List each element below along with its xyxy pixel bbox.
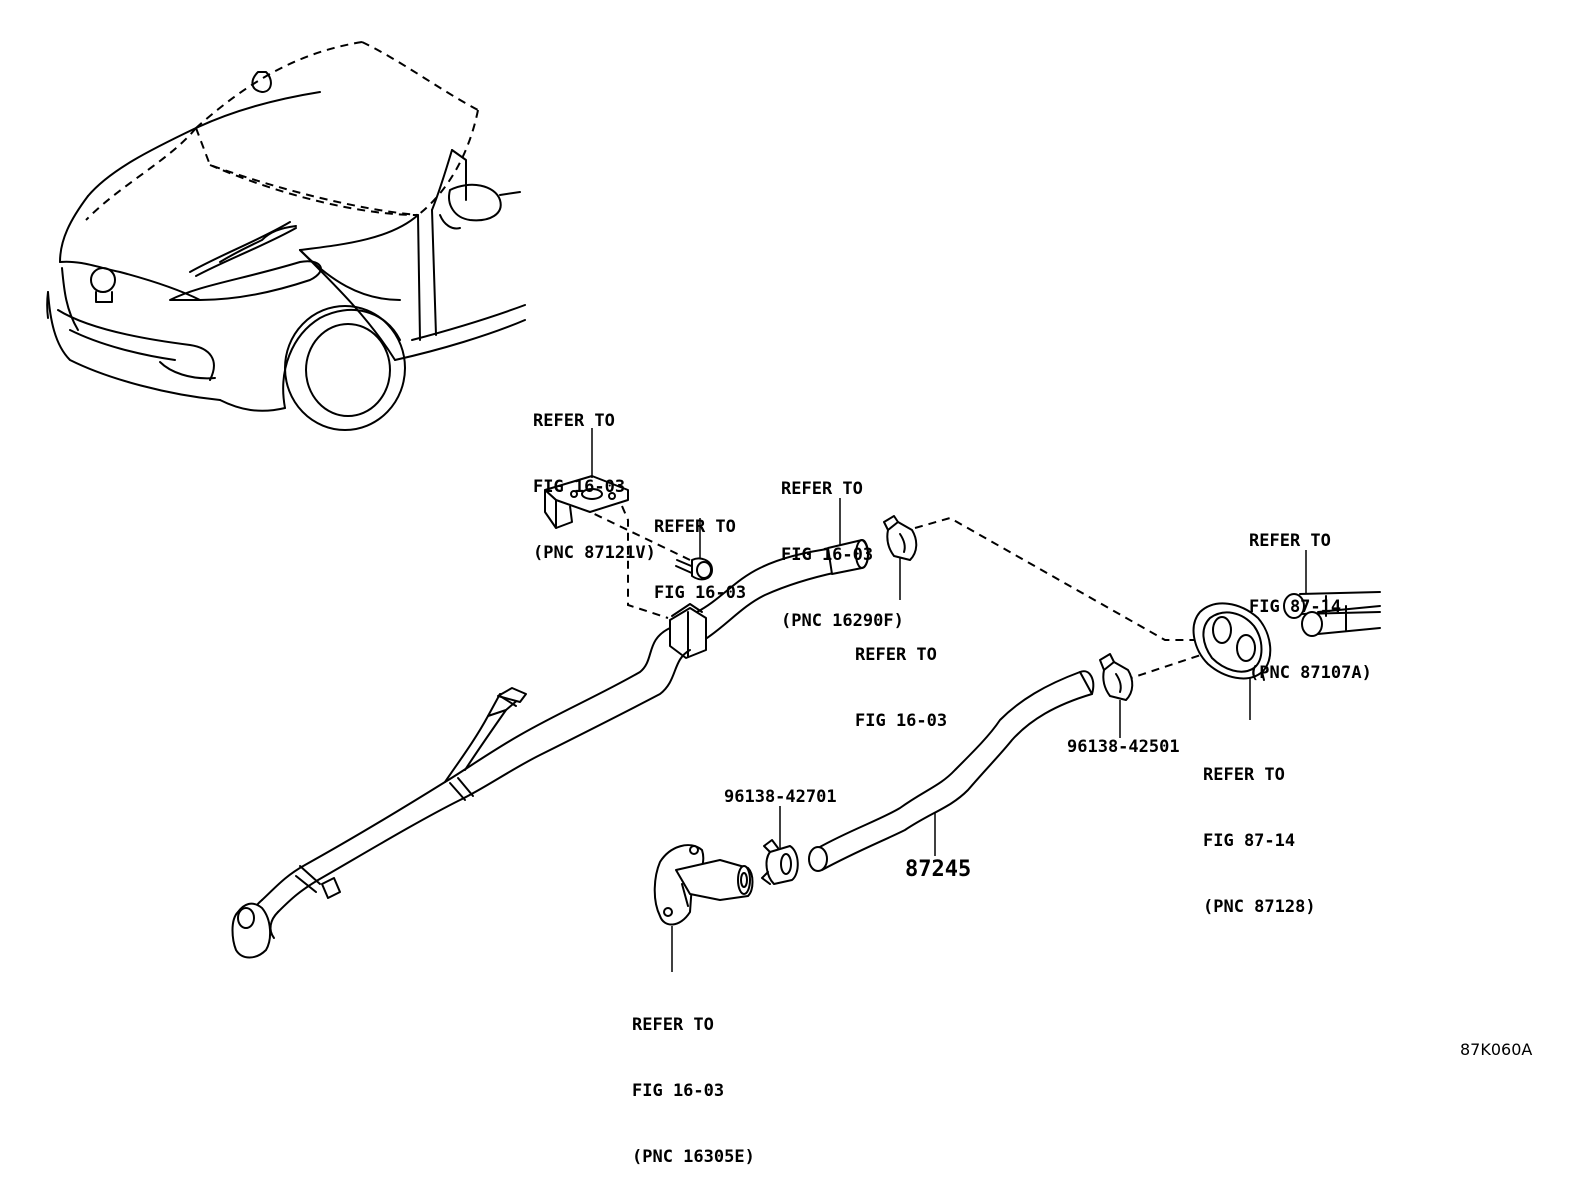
callout-bracket-line2: FIG 16-03 bbox=[533, 477, 626, 497]
callout-outlet: REFER TO FIG 16-03 (PNC 16305E) bbox=[632, 970, 755, 1190]
water-outlet-part bbox=[653, 844, 754, 926]
parts-diagram bbox=[46, 41, 1381, 972]
part-number-clamp-left: 96138-42701 bbox=[724, 787, 837, 807]
callout-outlet-line3: (PNC 16305E) bbox=[632, 1147, 755, 1167]
callout-pipe: REFER TO FIG 87-14 (PNC 87107A) bbox=[1249, 486, 1372, 706]
callout-hose-top-line2: FIG 16-03 bbox=[781, 545, 874, 565]
callout-hose-top-line1: REFER TO bbox=[781, 479, 863, 499]
callout-bracket-line3: (PNC 87121V) bbox=[533, 543, 656, 563]
clamp-96138-42501-part bbox=[1099, 653, 1134, 701]
clamp-upper-part bbox=[883, 515, 918, 561]
callout-grommet: REFER TO FIG 87-14 (PNC 87128) bbox=[1203, 720, 1316, 940]
bolt-part bbox=[675, 557, 713, 581]
callout-clamp-mid-line1: REFER TO bbox=[855, 645, 937, 665]
callout-grommet-line1: REFER TO bbox=[1203, 765, 1285, 785]
grommet-part bbox=[1192, 602, 1272, 681]
callout-clamp-mid: REFER TO FIG 16-03 bbox=[855, 600, 947, 754]
callout-bolt-line1: REFER TO bbox=[654, 517, 736, 537]
callout-pipe-line1: REFER TO bbox=[1249, 531, 1331, 551]
hose-87245-part bbox=[808, 670, 1095, 872]
callout-bracket: REFER TO FIG 16-03 (PNC 87121V) bbox=[533, 366, 656, 586]
diagram-code: 87K060A bbox=[1460, 1040, 1533, 1059]
clamp-96138-42701-part bbox=[761, 839, 799, 885]
callout-hose-top-line3: (PNC 16290F) bbox=[781, 611, 904, 631]
callout-bolt-line2: FIG 16-03 bbox=[654, 583, 747, 603]
callout-outlet-line2: FIG 16-03 bbox=[632, 1081, 725, 1101]
callout-grommet-line2: FIG 87-14 bbox=[1203, 831, 1296, 851]
bracket-part bbox=[544, 475, 629, 529]
callout-pipe-line2: FIG 87-14 bbox=[1249, 597, 1342, 617]
callout-grommet-line3: (PNC 87128) bbox=[1203, 897, 1316, 917]
leader-lines bbox=[591, 428, 1307, 972]
water-pipes-part bbox=[1283, 591, 1381, 637]
callout-outlet-line1: REFER TO bbox=[632, 1015, 714, 1035]
heater-hose-assembly bbox=[231, 539, 869, 959]
callout-bracket-line1: REFER TO bbox=[533, 411, 615, 431]
callout-hose-top: REFER TO FIG 16-03 (PNC 16290F) bbox=[781, 434, 904, 654]
callout-bolt: REFER TO FIG 16-03 bbox=[654, 472, 746, 626]
part-number-clamp-right: 96138-42501 bbox=[1067, 737, 1180, 757]
callout-pipe-line3: (PNC 87107A) bbox=[1249, 663, 1372, 683]
callout-clamp-mid-line2: FIG 16-03 bbox=[855, 711, 948, 731]
assembly-guide-lines bbox=[581, 505, 1211, 681]
vehicle-outline bbox=[46, 41, 526, 431]
part-number-hose: 87245 bbox=[905, 857, 972, 882]
